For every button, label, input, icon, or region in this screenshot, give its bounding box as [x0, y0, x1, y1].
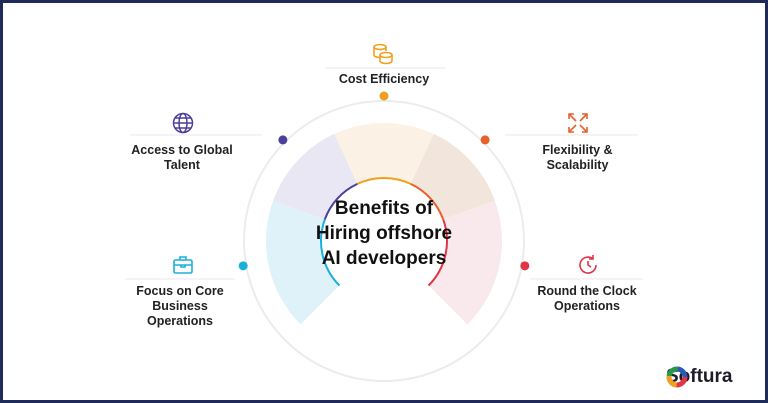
softura-logo-icon — [666, 366, 688, 388]
rim-global-talent — [323, 182, 358, 220]
benefit-global-talent: Access to Global Talent — [131, 143, 233, 172]
benefit-round-the-clock: Round the Clock Operations — [537, 284, 637, 313]
benefit-cost-efficiency: Cost Efficiency — [338, 72, 430, 86]
dot-flexibility — [480, 135, 490, 145]
rim-flexibility — [410, 182, 445, 220]
clock-icon — [579, 255, 597, 274]
center-title: Benefits of Hiring offshore AI developer… — [315, 198, 453, 269]
briefcase-icon — [173, 256, 193, 274]
rim-round-the-clock — [427, 219, 448, 287]
dot-global-talent — [278, 135, 288, 145]
benefit-flexibility: Flexibility & Scalability — [542, 143, 613, 172]
globe-icon — [172, 112, 194, 134]
outer-ring — [243, 100, 525, 382]
rim-focus-core — [320, 219, 341, 287]
benefit-focus-core: Focus on Core Business Operations — [136, 284, 224, 328]
coins-icon — [373, 43, 393, 65]
softura-logo: Softura — [666, 366, 733, 388]
dot-cost-efficiency — [379, 91, 389, 101]
dot-focus-core — [238, 261, 248, 271]
expand-arrows-icon — [568, 113, 588, 133]
dot-round-the-clock — [520, 261, 530, 271]
rim-cost-efficiency — [356, 177, 412, 185]
center-circle — [321, 178, 447, 304]
segment-cost-efficiency — [334, 123, 434, 184]
